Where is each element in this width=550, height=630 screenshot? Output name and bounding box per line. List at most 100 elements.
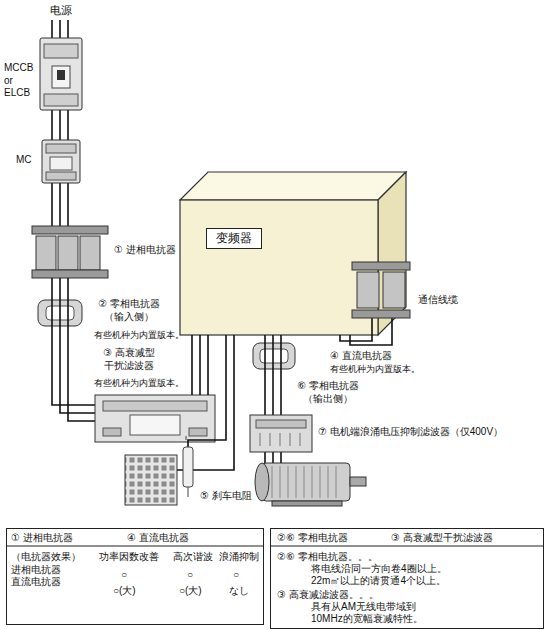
zero-phase-reactor-symbol xyxy=(253,343,295,369)
input-wire xyxy=(52,278,95,421)
node-title: 变频器 xyxy=(216,231,252,246)
callout-label: ⑥ 零相电抗器 （输出侧） xyxy=(290,380,366,405)
callout-label: ④ 直流电抗器 xyxy=(330,350,392,363)
ac-reactor-symbol xyxy=(80,236,100,270)
table-cell: ④ 直流电抗器 xyxy=(127,532,189,545)
input-wire xyxy=(68,278,95,421)
power-wire xyxy=(59,110,61,140)
dc-reactor-symbol xyxy=(357,272,379,308)
table-rule xyxy=(270,546,544,547)
ac-reactor-symbol xyxy=(58,236,78,270)
ac-reactor-symbol xyxy=(32,270,108,278)
table-cell: なし xyxy=(229,585,249,598)
power-wire xyxy=(67,110,69,140)
input-wire xyxy=(199,335,201,395)
power-wire xyxy=(51,110,53,140)
table-cell: ○(大) xyxy=(113,585,136,598)
dc-reactor-symbol xyxy=(383,272,405,308)
motor-symbol xyxy=(304,466,305,498)
output-wire xyxy=(280,335,282,415)
table-cell: 22m㎡以上的请贯通4个以上。 xyxy=(311,575,446,588)
surge-filter-symbol xyxy=(256,420,306,428)
inverter-label-box: 变频器 xyxy=(206,228,262,249)
table-cell: （电抗器效果） 进相电抗器 直流电抗器 xyxy=(11,551,91,589)
dc-wire xyxy=(350,318,392,345)
noise-filter-symbol xyxy=(130,415,180,435)
brake-resistor-symbol xyxy=(186,436,187,440)
motor-symbol xyxy=(255,463,366,506)
breaker-label: MCCB or ELCB xyxy=(4,62,40,100)
noise-filter-symbol xyxy=(103,428,121,436)
contactor-symbol xyxy=(50,157,72,170)
table-cell: ③ 高衰减滤波器。。。 xyxy=(277,589,379,602)
ac-reactor-symbol xyxy=(32,226,108,278)
brake-resistor-symbol xyxy=(183,447,193,487)
table-rule xyxy=(6,546,544,547)
inverter-housing xyxy=(180,172,406,200)
callout-label: ③ 高衰减型 干扰滤波器 xyxy=(92,347,166,372)
contactor-symbol xyxy=(42,140,80,183)
input-wire xyxy=(192,335,208,395)
table-cell: ① 进相电抗器 xyxy=(11,532,73,545)
zero-phase-reactor-symbol xyxy=(253,343,295,369)
output-wire xyxy=(264,335,266,415)
surge-filter-symbol xyxy=(260,433,300,446)
power-wire xyxy=(59,20,61,40)
noise-filter-symbol xyxy=(95,395,215,442)
output-wire xyxy=(272,452,274,463)
surge-filter-symbol xyxy=(250,415,312,452)
callout-label: ⑦ 电机端浪涌电压抑制滤波器（仅400V） xyxy=(318,426,503,439)
noise-filter-symbol xyxy=(103,401,207,411)
breaker-symbol xyxy=(40,38,82,110)
dc-reactor-symbol xyxy=(352,310,410,318)
input-wire xyxy=(191,335,193,395)
output-wire xyxy=(264,452,266,463)
callout-label: ⑤ 刹车电阻 xyxy=(200,490,252,503)
motor-symbol xyxy=(328,466,329,498)
note-text: 有些机种为内置版本。 xyxy=(330,364,420,375)
surge-filter-symbol xyxy=(290,433,291,446)
table-cell: 高次谐波 xyxy=(173,551,213,564)
input-wire xyxy=(207,335,209,395)
output-wire xyxy=(280,452,282,463)
callout-label: ② 零相电抗器 （输入侧） xyxy=(92,298,166,323)
power-wire xyxy=(67,183,69,226)
surge-filter-symbol xyxy=(260,433,261,446)
output-wire xyxy=(272,335,274,415)
power-label: 电源 xyxy=(50,4,72,18)
power-wire xyxy=(51,183,53,226)
power-wire xyxy=(67,20,69,40)
power-wire xyxy=(59,183,61,226)
dc-wire xyxy=(340,318,392,345)
contactor-symbol xyxy=(46,172,76,180)
breaker-symbol xyxy=(44,44,78,58)
noise-filter-symbol xyxy=(189,428,207,436)
table-cell: 具有从AM无线电带域到 xyxy=(311,601,416,614)
table-cell: ○ xyxy=(187,569,193,582)
motor-symbol xyxy=(296,466,297,498)
dc-wire xyxy=(340,318,372,341)
table-cell: ○ xyxy=(233,569,239,582)
motor-symbol xyxy=(272,466,273,498)
motor-symbol xyxy=(312,466,313,498)
table-cell: ②⑥ 零相电抗器。。。 xyxy=(277,551,378,564)
brake-resistor-symbol xyxy=(125,455,177,505)
table-rule xyxy=(6,546,264,547)
motor-symbol xyxy=(262,463,350,501)
motor-symbol xyxy=(288,466,289,498)
input-wire xyxy=(52,278,95,405)
ac-reactor-symbol xyxy=(32,226,108,234)
brake-resistor-symbol xyxy=(125,436,193,505)
dc-reactor-symbol xyxy=(352,262,410,318)
contactor-symbol xyxy=(46,144,76,153)
breaker-symbol xyxy=(52,66,70,88)
breaker-symbol xyxy=(40,38,82,110)
reactor-effect-table: ① 进相电抗器 ④ 直流电抗器 （电抗器效果） 进相电抗器 直流电抗器功率因数改善 高… xyxy=(6,528,264,625)
motor-symbol xyxy=(336,466,337,498)
brake-wire xyxy=(188,335,226,447)
table-cell: 浪涌抑制 xyxy=(219,551,259,564)
surge-filter-symbol xyxy=(250,415,312,452)
table-cell: 功率因数改善 xyxy=(99,551,159,564)
breaker-symbol xyxy=(44,94,78,106)
table-cell: 10MHz的宽幅衰减特性。 xyxy=(311,613,423,626)
